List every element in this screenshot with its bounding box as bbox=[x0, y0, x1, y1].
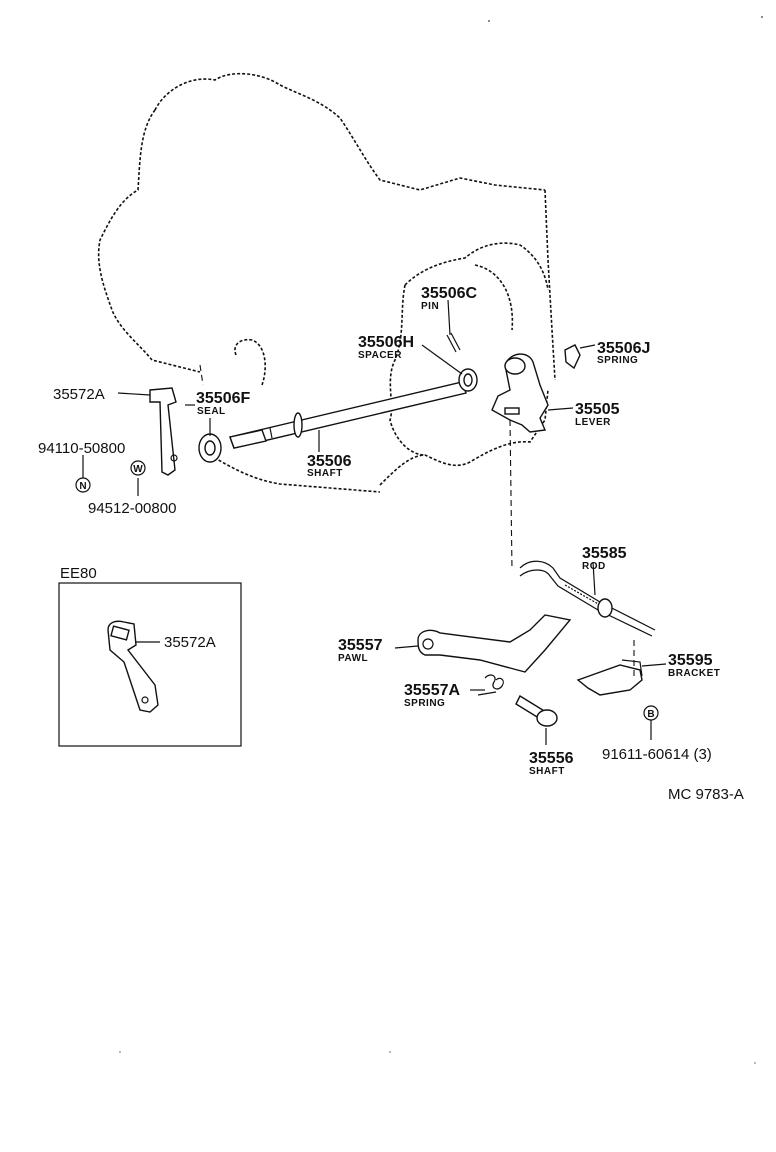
part-number-35506: 35506 bbox=[307, 453, 352, 470]
symbol-n: N bbox=[75, 477, 91, 493]
part-number-35595: 35595 bbox=[668, 652, 713, 669]
lever-part-drawing bbox=[491, 353, 549, 433]
part-number-35556: 35556 bbox=[529, 750, 574, 767]
part-number-35585: 35585 bbox=[582, 545, 627, 562]
part-number-94110: 94110-50800 bbox=[38, 440, 125, 457]
rod-part-drawing bbox=[519, 560, 656, 637]
seal-part-drawing bbox=[198, 433, 222, 463]
symbol-b: B bbox=[643, 705, 659, 721]
inset-bracket-part-drawing bbox=[107, 620, 159, 713]
part-name-35585: ROD bbox=[582, 561, 606, 572]
symbol-b-label: B bbox=[647, 709, 654, 720]
pawl-part-drawing bbox=[417, 614, 572, 673]
figure-code: MC 9783-A bbox=[668, 786, 744, 803]
part-number-35506H: 35506H bbox=[358, 334, 414, 351]
inset-frame bbox=[58, 582, 242, 747]
leader-lines bbox=[82, 299, 667, 745]
shaft-part-drawing bbox=[229, 381, 467, 449]
part-number-35506J: 35506J bbox=[597, 340, 650, 357]
part-number-35557A: 35557A bbox=[404, 682, 460, 699]
part-labels: 35572A 35506F SEAL 94110-50800 94512-008… bbox=[38, 285, 720, 777]
spacer-part-drawing bbox=[458, 368, 478, 392]
inset-title: EE80 bbox=[60, 565, 97, 582]
control-bracket-part-drawing bbox=[149, 387, 178, 476]
transmission-housing-outline bbox=[97, 72, 556, 493]
pawl-shaft-part-drawing bbox=[515, 695, 558, 727]
part-number-35557: 35557 bbox=[338, 637, 383, 654]
part-number-94512: 94512-00800 bbox=[88, 500, 176, 517]
part-number-35572A: 35572A bbox=[53, 386, 105, 403]
part-name-35506F: SEAL bbox=[197, 406, 226, 417]
symbol-w: W bbox=[130, 460, 146, 476]
part-number-91611: 91611-60614 (3) bbox=[602, 746, 712, 763]
part-name-35556: SHAFT bbox=[529, 766, 565, 777]
part-name-35505: LEVER bbox=[575, 417, 611, 428]
pin-part-drawing bbox=[446, 332, 461, 353]
part-name-35557A: SPRING bbox=[404, 698, 445, 709]
pawl-spring-part-drawing bbox=[477, 674, 504, 696]
symbol-w-label: W bbox=[133, 464, 143, 475]
rod-bracket-part-drawing bbox=[576, 659, 643, 696]
part-number-35506F: 35506F bbox=[196, 390, 250, 407]
part-number-35506C: 35506C bbox=[421, 285, 477, 302]
part-name-35506H: SPACER bbox=[358, 350, 402, 361]
detent-spring-part-drawing bbox=[564, 344, 581, 370]
part-name-35506C: PIN bbox=[421, 301, 439, 312]
inset-part-number: 35572A bbox=[164, 634, 216, 651]
part-name-35506J: SPRING bbox=[597, 355, 638, 366]
scan-specks bbox=[119, 16, 763, 1064]
part-number-35505: 35505 bbox=[575, 401, 620, 418]
part-name-35595: BRACKET bbox=[668, 668, 720, 679]
symbol-n-label: N bbox=[79, 481, 86, 492]
ee80-inset: EE80 35572A bbox=[58, 565, 242, 747]
part-name-35557: PAWL bbox=[338, 653, 368, 664]
part-name-35506: SHAFT bbox=[307, 468, 343, 479]
